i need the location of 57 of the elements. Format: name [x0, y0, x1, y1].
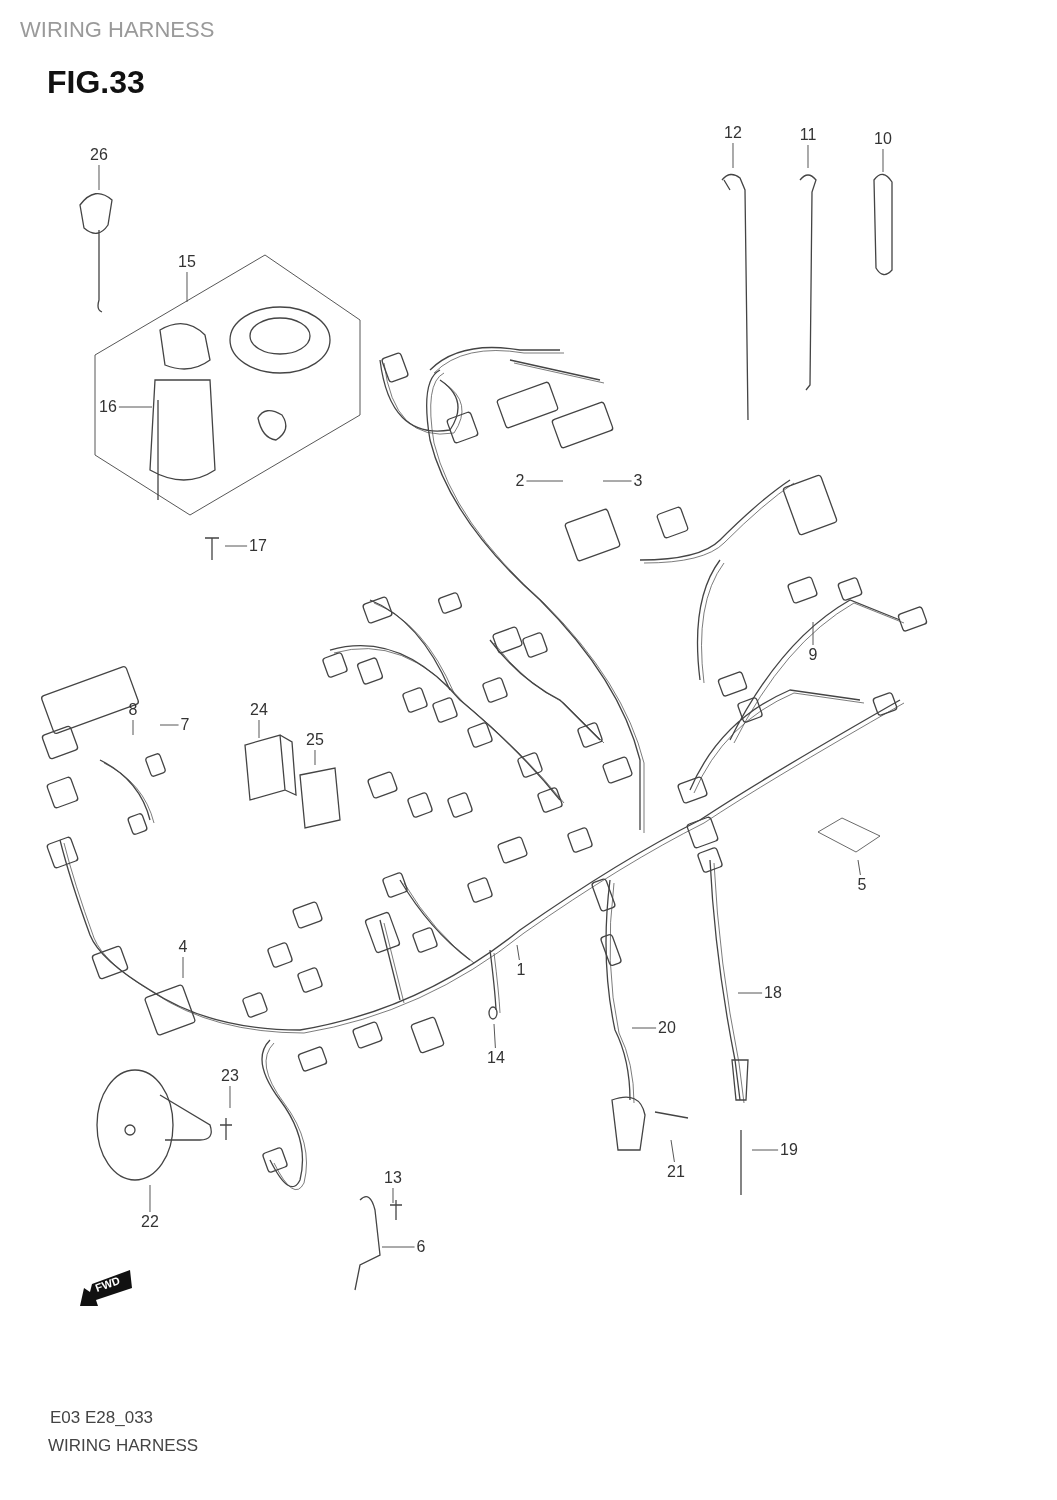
- leader-line: [857, 859, 861, 876]
- leader-line: [670, 1139, 675, 1163]
- leader-line: [381, 1246, 415, 1248]
- callout-number: 24: [249, 701, 269, 719]
- figure-title: FIG.33: [47, 64, 145, 101]
- callout-number: 12: [723, 124, 743, 142]
- leader-line: [132, 719, 134, 736]
- direction-label: FWD: [93, 1274, 122, 1294]
- callout-number: 15: [177, 253, 197, 271]
- callout-number: 11: [798, 126, 818, 144]
- leader-line: [732, 142, 734, 169]
- leader-line: [182, 956, 184, 979]
- leader-line: [631, 1027, 657, 1029]
- callout-number: 3: [632, 472, 644, 490]
- leader-line: [159, 724, 179, 726]
- leader-line: [812, 621, 814, 646]
- leader-line: [882, 148, 884, 173]
- leader-line: [186, 271, 188, 303]
- callout-number: 23: [220, 1067, 240, 1085]
- leader-line: [224, 545, 248, 547]
- callout-number: 1: [515, 961, 527, 979]
- leader-line: [98, 164, 100, 191]
- callout-number: 6: [415, 1238, 427, 1256]
- figure-code: E03 E28_033: [50, 1408, 154, 1428]
- leader-line: [314, 749, 316, 766]
- callout-number: 21: [666, 1163, 686, 1181]
- leader-line: [751, 1149, 779, 1151]
- leader-line: [149, 1184, 151, 1213]
- leader-line: [737, 992, 763, 994]
- callout-number: 17: [248, 537, 268, 555]
- leader-line: [516, 944, 520, 961]
- callout-number: 14: [486, 1049, 506, 1067]
- leader-line: [493, 1023, 496, 1049]
- leader-line: [258, 719, 260, 739]
- leader-line: [229, 1085, 231, 1109]
- callout-number: 25: [305, 731, 325, 749]
- leader-line: [807, 144, 809, 169]
- callout-number: 5: [856, 876, 868, 894]
- leader-line: [118, 406, 153, 408]
- callout-number: 13: [383, 1169, 403, 1187]
- figure-caption: WIRING HARNESS: [48, 1436, 199, 1456]
- callout-number: 16: [98, 398, 118, 416]
- callout-number: 19: [779, 1141, 799, 1159]
- callout-number: 22: [140, 1213, 160, 1231]
- callout-number: 10: [873, 130, 893, 148]
- leader-line: [392, 1187, 394, 1204]
- leader-line: [602, 480, 632, 482]
- callout-number: 20: [657, 1019, 677, 1037]
- callout-number: 9: [807, 646, 819, 664]
- leader-line: [526, 480, 564, 482]
- callout-number: 8: [127, 701, 139, 719]
- callout-number: 18: [763, 984, 783, 1002]
- callout-number: 7: [179, 716, 191, 734]
- callout-number: 2: [514, 472, 526, 490]
- callout-number: 26: [89, 146, 109, 164]
- page-heading: WIRING HARNESS: [20, 17, 215, 43]
- callout-number: 4: [177, 938, 189, 956]
